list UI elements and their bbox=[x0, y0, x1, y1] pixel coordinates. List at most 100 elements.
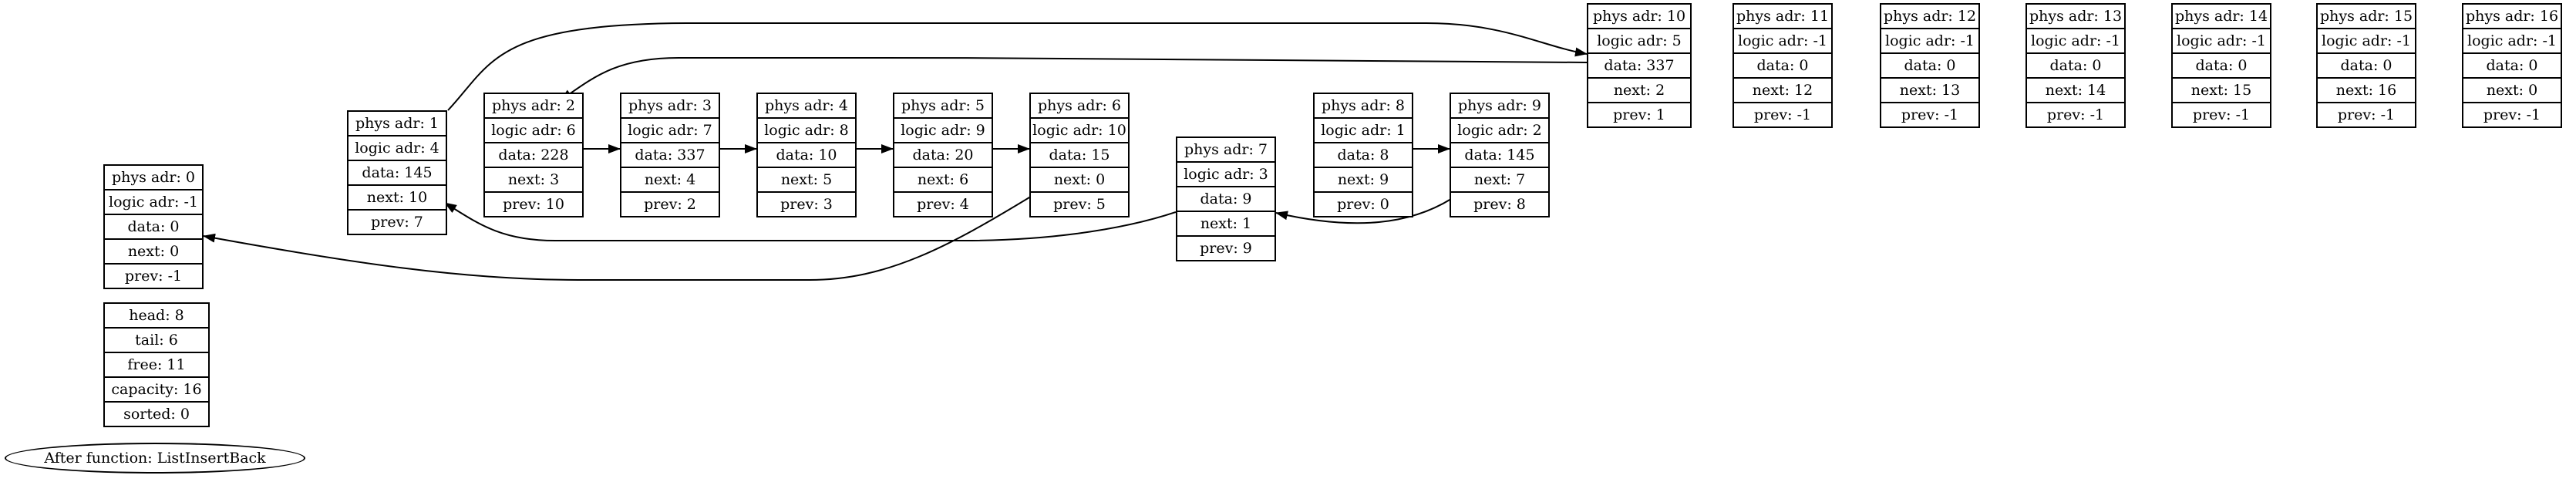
node-1-prev-cell: prev: 7 bbox=[349, 209, 446, 234]
node-4-next-cell: next: 5 bbox=[758, 167, 855, 191]
node-13-logic-adr-cell: logic adr: -1 bbox=[2027, 28, 2124, 52]
node-11-data-cell: data: 0 bbox=[1734, 52, 1831, 77]
node-12-next-cell: next: 13 bbox=[1881, 77, 1978, 102]
node-5-logic-adr-cell: logic adr: 9 bbox=[894, 117, 992, 142]
node-12-phys-adr-cell: phys adr: 12 bbox=[1883, 8, 1977, 25]
node-1-logic-adr-cell: logic adr: 4 bbox=[349, 135, 446, 160]
node-0-phys-adr-cell: phys adr: 0 bbox=[111, 169, 196, 186]
node-10-data-cell: data: 337 bbox=[1588, 52, 1690, 77]
list-info-node: head: 8 tail: 6 free: 11 capacity: 16 so… bbox=[103, 302, 210, 427]
info-free: free: 11 bbox=[105, 352, 208, 376]
node-4-logic-adr-cell: logic adr: 8 bbox=[758, 117, 855, 142]
node-2-data-cell: data: 228 bbox=[485, 142, 582, 167]
node-0-logic-adr-cell: logic adr: -1 bbox=[105, 189, 202, 214]
node-10-next-cell: next: 2 bbox=[1588, 77, 1690, 102]
node-2-prev-cell: prev: 10 bbox=[485, 191, 582, 216]
info-capacity: capacity: 16 bbox=[105, 376, 208, 401]
node-13-phys-adr-cell: phys adr: 13 bbox=[2029, 8, 2123, 25]
node-0-prev-cell: prev: -1 bbox=[105, 263, 202, 288]
node-11-logic-adr-cell: logic adr: -1 bbox=[1734, 28, 1831, 52]
edge-1-to-10 bbox=[447, 22, 1588, 111]
node-5-next-cell: next: 6 bbox=[894, 167, 992, 191]
node-4-phys-adr-cell: phys adr: 4 bbox=[764, 97, 849, 114]
node-15-phys-adr-cell: phys adr: 15 bbox=[2319, 8, 2413, 25]
node-16-next-cell: next: 0 bbox=[2463, 77, 2561, 102]
node-14-logic-adr-cell: logic adr: -1 bbox=[2173, 28, 2270, 52]
node-14-prev-cell: prev: -1 bbox=[2173, 102, 2270, 126]
node-11-prev-cell: prev: -1 bbox=[1734, 102, 1831, 126]
node-8-phys-adr-cell: phys adr: 8 bbox=[1321, 97, 1406, 114]
node-3-next-cell: next: 4 bbox=[621, 167, 719, 191]
node-14-next-cell: next: 15 bbox=[2173, 77, 2270, 102]
node-9-data-cell: data: 145 bbox=[1451, 142, 1548, 167]
node-14-phys-adr-cell: phys adr: 14 bbox=[2174, 8, 2268, 25]
node-15-prev-cell: prev: -1 bbox=[2318, 102, 2415, 126]
node-3-data-cell: data: 337 bbox=[621, 142, 719, 167]
node-16-phys-adr-cell: phys adr: 16 bbox=[2465, 8, 2559, 25]
node-14-data-cell: data: 0 bbox=[2173, 52, 2270, 77]
node-10-phys-adr-cell: phys adr: 10 bbox=[1592, 8, 1686, 25]
node-5-phys-adr-cell: phys adr: 5 bbox=[901, 97, 985, 114]
node-15-next-cell: next: 16 bbox=[2318, 77, 2415, 102]
node-9-logic-adr-cell: logic adr: 2 bbox=[1451, 117, 1548, 142]
node-3-logic-adr-cell: logic adr: 7 bbox=[621, 117, 719, 142]
node-4-prev-cell: prev: 3 bbox=[758, 191, 855, 216]
node-6-logic-adr-cell: logic adr: 10 bbox=[1031, 117, 1128, 142]
edge-7-to-1 bbox=[444, 202, 1177, 241]
node-3-prev-cell: prev: 2 bbox=[621, 191, 719, 216]
node-2-logic-adr-cell: logic adr: 6 bbox=[485, 117, 582, 142]
node-5-prev-cell: prev: 4 bbox=[894, 191, 992, 216]
caption-ellipse: After function: ListInsertBack bbox=[5, 443, 305, 474]
node-8-data-cell: data: 8 bbox=[1315, 142, 1412, 167]
node-11-phys-adr-cell: phys adr: 11 bbox=[1736, 8, 1830, 25]
node-1-data-cell: data: 145 bbox=[349, 160, 446, 184]
node-9-next-cell: next: 7 bbox=[1451, 167, 1548, 191]
node-7-phys-adr-cell: phys adr: 7 bbox=[1184, 141, 1268, 158]
node-7-prev-cell: prev: 9 bbox=[1177, 235, 1275, 260]
node-0-data-cell: data: 0 bbox=[105, 214, 202, 238]
node-6-prev-cell: prev: 5 bbox=[1031, 191, 1128, 216]
node-9-phys-adr-cell: phys adr: 9 bbox=[1457, 97, 1542, 114]
node-12-data-cell: data: 0 bbox=[1881, 52, 1978, 77]
node-10-prev-cell: prev: 1 bbox=[1588, 102, 1690, 126]
node-6-phys-adr-cell: phys adr: 6 bbox=[1037, 97, 1122, 114]
node-4-data-cell: data: 10 bbox=[758, 142, 855, 167]
node-5-data-cell: data: 20 bbox=[894, 142, 992, 167]
node-16-prev-cell: prev: -1 bbox=[2463, 102, 2561, 126]
node-2-phys-adr-cell: phys adr: 2 bbox=[491, 97, 576, 114]
node-7-next-cell: next: 1 bbox=[1177, 211, 1275, 235]
node-10-logic-adr-cell: logic adr: 5 bbox=[1588, 28, 1690, 52]
node-8-logic-adr-cell: logic adr: 1 bbox=[1315, 117, 1412, 142]
node-6-data-cell: data: 15 bbox=[1031, 142, 1128, 167]
node-1-next-cell: next: 10 bbox=[349, 184, 446, 209]
node-13-data-cell: data: 0 bbox=[2027, 52, 2124, 77]
node-1-phys-adr-cell: phys adr: 1 bbox=[355, 115, 439, 132]
node-6-next-cell: next: 0 bbox=[1031, 167, 1128, 191]
node-0-next-cell: next: 0 bbox=[105, 238, 202, 263]
edge-6-to-0 bbox=[203, 194, 1034, 281]
node-13-next-cell: next: 14 bbox=[2027, 77, 2124, 102]
node-12-logic-adr-cell: logic adr: -1 bbox=[1881, 28, 1978, 52]
node-2-next-cell: next: 3 bbox=[485, 167, 582, 191]
node-8-prev-cell: prev: 0 bbox=[1315, 191, 1412, 216]
node-12-prev-cell: prev: -1 bbox=[1881, 102, 1978, 126]
node-3-phys-adr-cell: phys adr: 3 bbox=[628, 97, 712, 114]
node-11-next-cell: next: 12 bbox=[1734, 77, 1831, 102]
node-13-prev-cell: prev: -1 bbox=[2027, 102, 2124, 126]
node-7-data-cell: data: 9 bbox=[1177, 186, 1275, 211]
info-head: head: 8 bbox=[129, 307, 184, 324]
node-16-data-cell: data: 0 bbox=[2463, 52, 2561, 77]
